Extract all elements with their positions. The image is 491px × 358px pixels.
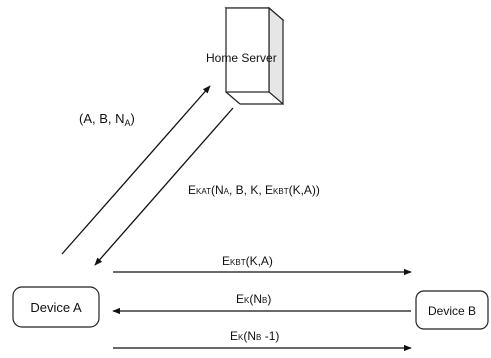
m5-part-1: E <box>230 329 238 343</box>
message-4-label: EK(NB) <box>236 292 271 306</box>
m2-part-3: , B, K, E <box>229 183 273 197</box>
message-3-label: EKBT(K,A) <box>222 254 273 268</box>
m4-part-2: (N <box>249 292 262 306</box>
m2-part-4: (K,A)) <box>289 183 320 197</box>
m4-sub-1: K <box>244 296 250 305</box>
device-b-box <box>415 290 489 330</box>
device-a: Device A <box>12 286 100 328</box>
m1-part-2: ) <box>131 111 135 126</box>
arrow-server-to-a <box>94 107 234 266</box>
m3-sub-1: KBT <box>230 258 246 267</box>
m5-sub-1: K <box>238 333 244 342</box>
m2-sub-2: A <box>224 187 230 196</box>
m3-part-1: E <box>222 254 230 268</box>
m4-sub-2: B <box>262 296 267 305</box>
server-front-face <box>225 7 270 93</box>
m1-part-1: (A, B, N <box>79 111 125 126</box>
m4-part-3: ) <box>267 292 271 306</box>
home-server: Home Server <box>206 6 285 106</box>
device-a-label: Device A <box>30 300 82 315</box>
message-5-label: EK(NB -1) <box>230 329 279 343</box>
m2-part-1: E <box>188 183 196 197</box>
message-2-label: EKAT(NA, B, K, EKBT(K,A)) <box>188 183 320 197</box>
message-1-label: (A, B, NA) <box>79 111 135 128</box>
device-a-box <box>12 286 100 328</box>
arrow-a-to-server <box>61 85 211 255</box>
server-base-edge <box>225 91 241 105</box>
m5-part-3: -1) <box>261 329 279 343</box>
m2-sub-1: KAT <box>196 187 211 196</box>
m5-sub-2: B <box>256 333 261 342</box>
m5-part-2: (N <box>243 329 256 343</box>
server-label: Home Server <box>206 51 277 65</box>
device-b: Device B <box>415 290 489 330</box>
m4-part-1: E <box>236 292 244 306</box>
m2-sub-3: KBT <box>273 187 289 196</box>
m2-part-2: (N <box>211 183 224 197</box>
device-b-label: Device B <box>428 304 476 318</box>
m1-sub: A <box>125 118 131 128</box>
m3-part-2: (K,A) <box>246 254 273 268</box>
